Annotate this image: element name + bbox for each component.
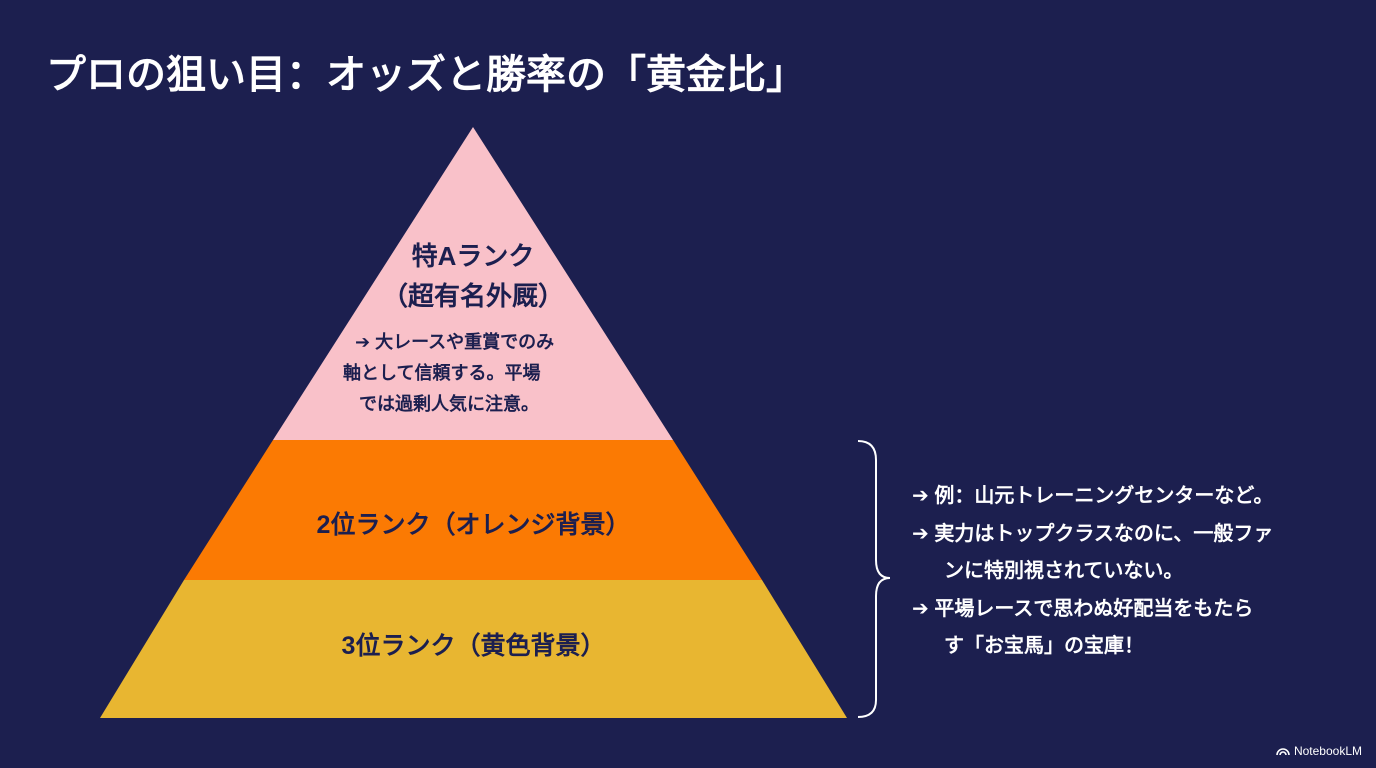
- pyramid-top-tier: [273, 127, 673, 440]
- desc-line: ➔ 大レースや重賞でのみ: [355, 332, 555, 352]
- notebooklm-logo: NotebookLM: [1276, 744, 1362, 758]
- notes-list: ➔ 例：山元トレーニングセンターなど。 ➔ 実力はトップクラスなのに、一般ファ …: [912, 478, 1273, 666]
- branding-text: NotebookLM: [1293, 744, 1362, 758]
- top-tier-label: 特Aランク: [411, 241, 535, 271]
- middle-tier-label: 2位ランク（オレンジ背景）: [316, 511, 631, 539]
- curly-brace: [857, 440, 891, 718]
- top-tier-description: ➔ 大レースや重賞でのみ 軸として信頼する。平場 では過剰人気に注意。: [343, 327, 595, 420]
- top-tier-sublabel: （超有名外厩）: [381, 281, 564, 311]
- note-line: ンに特別視されていない。: [944, 560, 1184, 582]
- pyramid-bottom-tier: [100, 580, 847, 718]
- note-line: ➔ 例：山元トレーニングセンターなど。: [912, 485, 1274, 507]
- notebooklm-icon: [1276, 748, 1290, 756]
- note-line: ➔ 平場レースで思わぬ好配当をもたら: [912, 597, 1254, 620]
- bottom-tier-label: 3位ランク（黄色背景）: [341, 632, 606, 660]
- pyramid-middle-tier: [184, 440, 762, 580]
- slide-title: プロの狙い目：オッズと勝率の「黄金比」: [46, 53, 806, 97]
- desc-line: では過剰人気に注意。: [359, 394, 539, 414]
- note-line: ➔ 実力はトップクラスなのに、一般ファ: [912, 522, 1274, 545]
- note-line: す「お宝馬」の宝庫！: [944, 635, 1144, 657]
- desc-line: 軸として信頼する。平場: [343, 363, 541, 383]
